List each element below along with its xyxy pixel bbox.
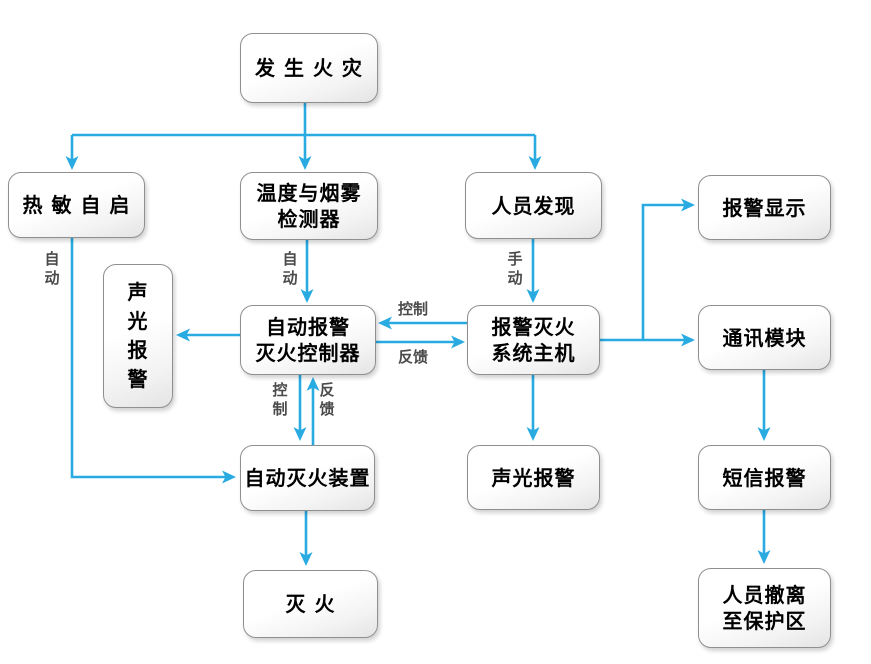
node-sound-light-alarm-left: 声 光 报 警	[103, 264, 173, 408]
node-extinguish: 灭 火	[243, 570, 378, 638]
node-auto-extinguish-device: 自动灭火装置	[240, 445, 375, 511]
node-comm-module: 通讯模块	[698, 305, 831, 370]
node-auto-alarm-controller: 自动报警 灭火控制器	[240, 305, 376, 375]
edge-thermal-to-device	[70, 238, 236, 484]
edge-label-manual: 手 动	[507, 250, 523, 288]
edge-label-feedback-horizontal: 反馈	[397, 348, 428, 366]
edge-label-auto-left: 自 动	[44, 250, 60, 288]
node-fire-occurs: 发 生 火 灾	[240, 33, 378, 103]
node-sound-light-alarm: 声光报警	[467, 445, 600, 510]
node-sms-alarm: 短信报警	[698, 445, 831, 510]
edge-label-control-vertical: 控 制	[272, 381, 288, 419]
edge-label-control-horizontal: 控制	[397, 300, 428, 318]
node-thermal-self-start: 热 敏 自 启	[8, 172, 145, 238]
node-temp-smoke-detector: 温度与烟雾 检测器	[240, 172, 378, 240]
edge-label-feedback-vertical: 反 馈	[319, 381, 335, 419]
edge-junction-to-display	[641, 198, 695, 340]
node-evacuate-to-protected-area: 人员撤离 至保护区	[698, 568, 831, 648]
node-alarm-display: 报警显示	[698, 175, 831, 240]
node-alarm-system-host: 报警灭火 系统主机	[467, 305, 600, 375]
node-personnel-discovery: 人员发现	[465, 172, 602, 239]
edge-label-auto-center: 自 动	[282, 250, 298, 288]
